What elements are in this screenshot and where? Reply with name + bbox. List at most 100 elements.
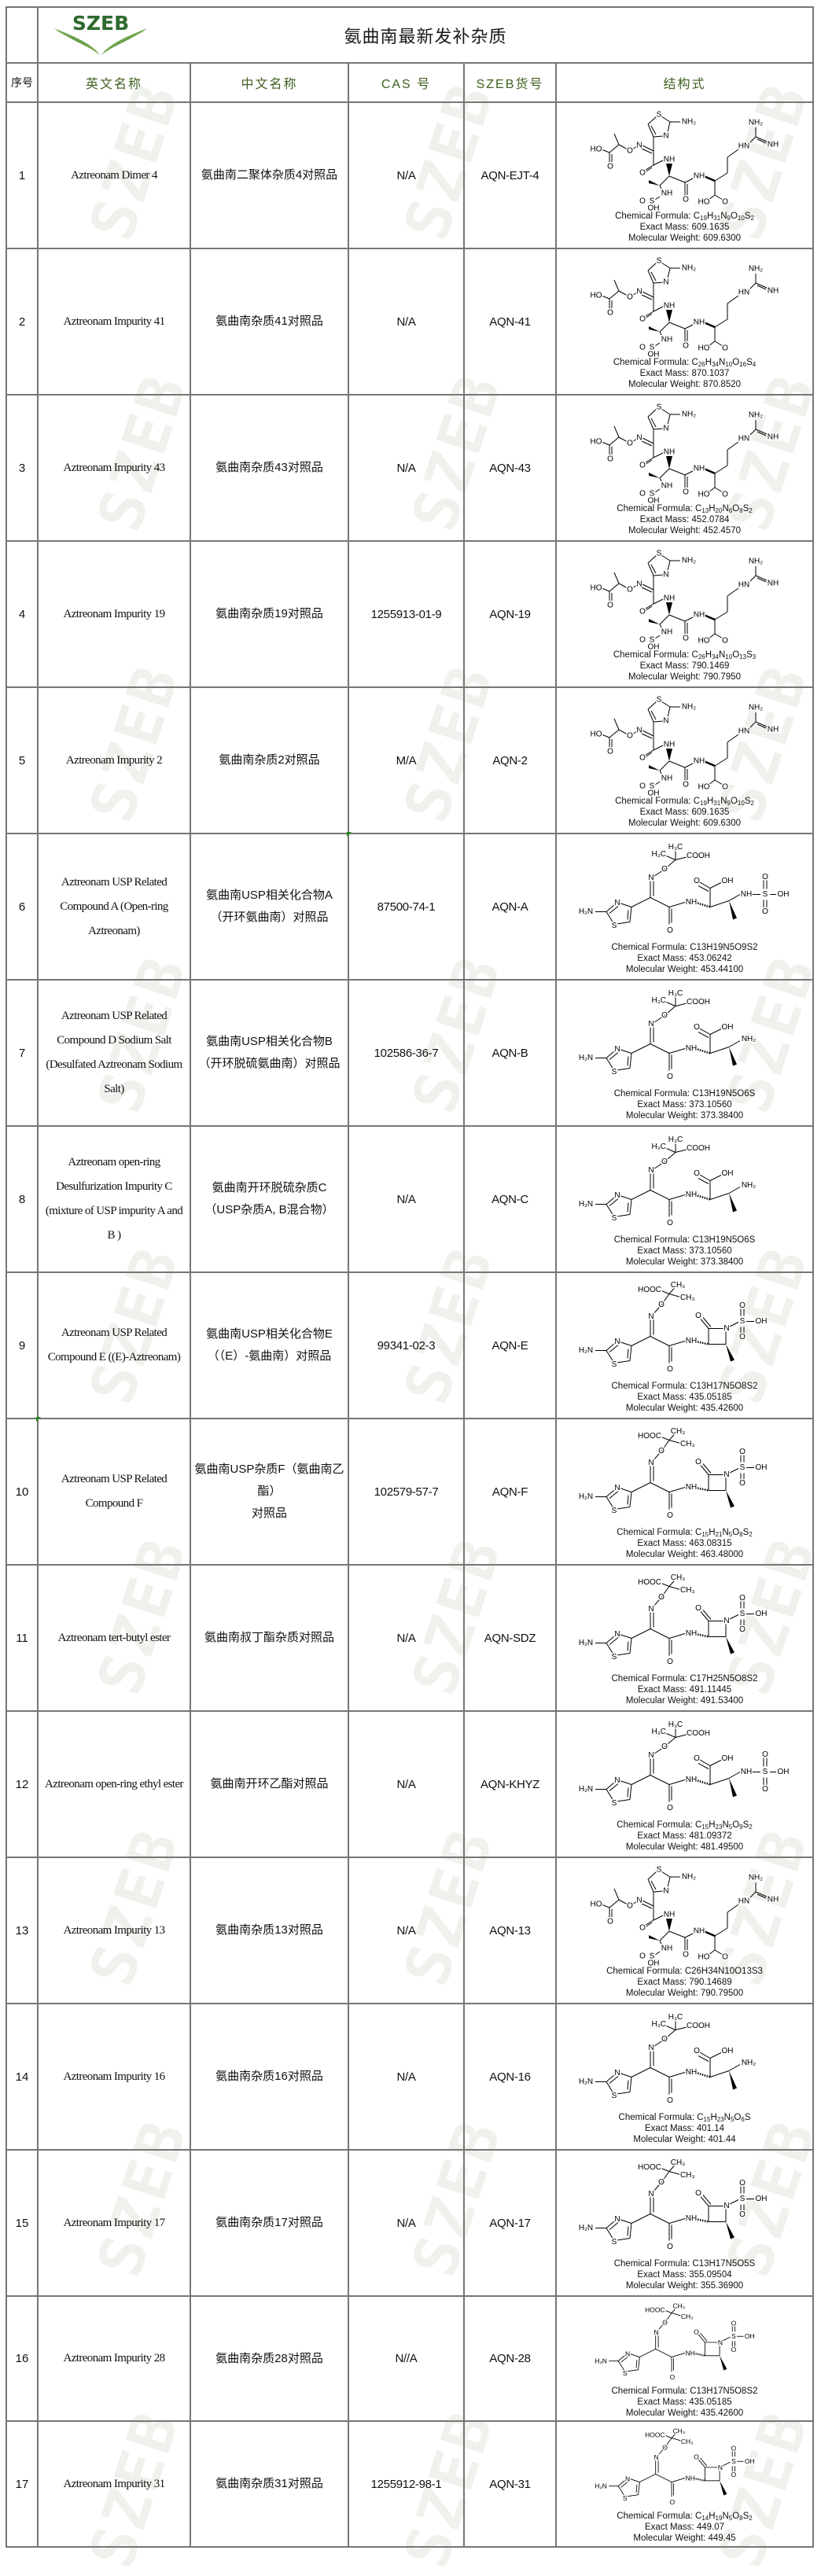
atom-label: N [723, 1324, 729, 1333]
atom-label: O [627, 440, 633, 448]
chinese-name: 氨曲南杂质19对照品 [190, 540, 349, 688]
molecular-weight-line: Molecular Weight: 609.6300 [628, 234, 742, 243]
atom-label: NH [740, 890, 751, 899]
atom-label: O [627, 293, 633, 302]
table-row: 13 Aztreonam Impurity 13 氨曲南杂质13对照品 N/A … [6, 1857, 815, 2004]
column-header-structure: 结构式 [554, 62, 815, 103]
atom-label: NH [663, 1911, 674, 1919]
atom-label: O [694, 1169, 700, 1178]
atom-label: NH₂ [681, 410, 695, 419]
chemical-formula-line: Chemical Formula: C26H34N10O13S3 [606, 1967, 763, 1976]
chinese-name: 氨曲南杂质28对照品 [190, 2295, 349, 2422]
atom-label: NH₂ [748, 411, 762, 420]
atom-label: N [614, 2069, 620, 2077]
atom-label: NH [661, 775, 672, 783]
atom-label: H₂N [578, 1200, 592, 1209]
atom-label: O [658, 2178, 665, 2187]
molecular-weight-line: Molecular Weight: 790.7950 [628, 672, 742, 682]
atom-label: NH₂ [681, 1873, 695, 1882]
atom-label: N [636, 288, 642, 296]
atom-label: OH [721, 2047, 733, 2055]
impurity-table: SZEB 氨曲南最新发补杂质 序号 英文名称 中文名称 CAS 号 SZEB货号… [6, 6, 815, 2548]
chinese-name: 氨曲南开环乙酯对照品 [190, 1710, 349, 1858]
atom-label: NH [661, 1945, 672, 1953]
atom-label: S [656, 1866, 661, 1875]
atom-label: CH₃ [672, 2302, 685, 2309]
atom-label: O [639, 315, 646, 324]
szeb-catalog-number: AQN-17 [463, 2149, 557, 2297]
atom-label: S [656, 403, 661, 412]
atom-label: NH [685, 1337, 696, 1345]
atom-label: COOH [687, 1729, 710, 1738]
atom-label: OH [647, 497, 659, 504]
atom-label: O [762, 873, 768, 881]
atom-label: H₃C [668, 843, 683, 852]
atom-label: OH [721, 1169, 733, 1178]
atom-label: O [683, 781, 689, 789]
english-name: Aztreonam USP Related Compound D Sodium … [37, 979, 191, 1127]
chinese-name: 氨曲南杂质31对照品 [190, 2420, 349, 2548]
atom-label: N [648, 1166, 653, 1175]
table-row: 12 Aztreonam open-ring ethyl ester 氨曲南开环… [6, 1710, 815, 1858]
molecular-weight: 609.6300 [703, 819, 742, 828]
chemical-formula: C15H23N5O6S [697, 2113, 751, 2123]
atom-label: NH [663, 448, 674, 457]
logo-text: SZEB [72, 12, 129, 35]
szeb-catalog-number: AQN-41 [463, 248, 557, 396]
chemical-formula: C13H17N5O8S2 [690, 2386, 758, 2396]
atom-label: N [636, 434, 642, 443]
cell-comment-indicator [36, 1417, 41, 1422]
atom-label: O [639, 169, 646, 178]
atom-label: S [611, 1653, 617, 1662]
exact-mass-line: Exact Mass: 491.11445 [637, 1685, 732, 1695]
atom-label: O [658, 1447, 665, 1455]
atom-label: NH₂ [748, 119, 762, 127]
atom-label: O [607, 309, 613, 318]
atom-label: CH₃ [670, 1281, 685, 1290]
atom-label: NH [693, 757, 704, 766]
atom-label: NH [685, 2214, 696, 2223]
atom-label: HO [698, 783, 709, 792]
atom-label: NH [663, 302, 674, 311]
atom-label: COOH [687, 2022, 710, 2030]
atom-label: NH [685, 1044, 696, 1053]
atom-label: N [614, 1045, 620, 1054]
atom-label: H₂N [578, 1492, 592, 1501]
atom-label: S [656, 696, 661, 705]
atom-label: HN [738, 435, 749, 443]
atom-label: HO [698, 198, 709, 207]
atom-label: O [739, 1625, 746, 1634]
english-name: Aztreonam Impurity 2 [37, 686, 191, 834]
atom-label: O [662, 2443, 668, 2451]
szeb-catalog-number: AQN-EJT-4 [463, 101, 557, 249]
atom-label: N [663, 132, 668, 141]
atom-label: NH [685, 898, 696, 907]
atom-label: O [731, 2346, 736, 2353]
atom-label: HO [590, 145, 602, 154]
molecular-weight: 355.36900 [700, 2281, 744, 2291]
molecular-weight: 435.42600 [700, 2408, 744, 2418]
atom-label: O [607, 163, 613, 171]
atom-label: H₂N [578, 1639, 592, 1647]
atom-label: H₃C [651, 1143, 666, 1151]
chemical-formula-line: Chemical Formula: C26H34N10O13S3 [613, 650, 757, 661]
atom-label: HO [590, 730, 602, 739]
atom-label: NH₂ [741, 2059, 755, 2067]
exact-mass: 355.09504 [689, 2270, 732, 2280]
molecular-weight-line: Molecular Weight: 790.79500 [625, 1989, 744, 1998]
atom-label: N [614, 1484, 620, 1492]
atom-label: HO [590, 292, 602, 300]
atom-label: H₂N [578, 1785, 592, 1794]
chemical-formula-line: Chemical Formula: C13H20N6O8S2 [617, 504, 753, 514]
chemical-formula: C26H34N10O13S3 [684, 1967, 763, 1976]
atom-label: O [739, 1594, 746, 1603]
szeb-catalog-number: AQN-B [463, 979, 557, 1127]
atom-label: NH [663, 741, 674, 749]
exact-mass-line: Exact Mass: 609.1635 [639, 223, 730, 232]
atom-label: HO [590, 1901, 602, 1909]
atom-label: S [649, 197, 654, 206]
